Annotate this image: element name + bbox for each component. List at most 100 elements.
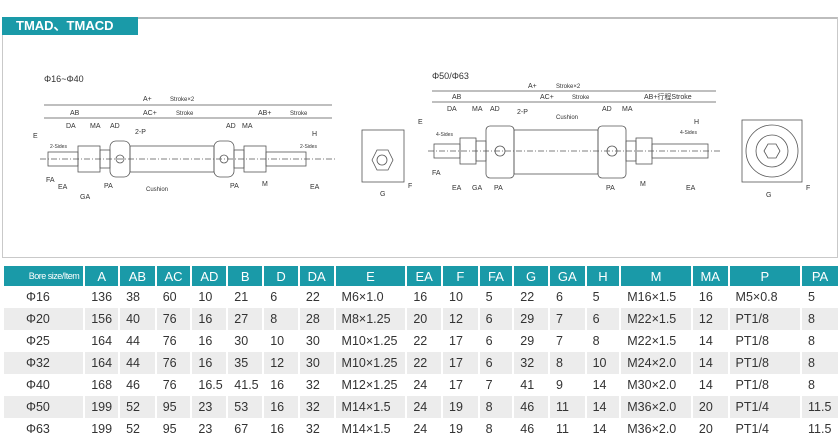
table-cell: 6 <box>555 290 563 304</box>
table-cell: 6 <box>270 290 278 304</box>
table-cell: PT1/4 <box>729 396 801 418</box>
table-cell: M14×1.5 <box>341 422 391 436</box>
table-cell: 28 <box>299 308 334 330</box>
dim-ab: AB <box>70 110 80 117</box>
table-cell: 16 <box>198 334 213 348</box>
table-cell: 17 <box>449 378 463 392</box>
dim-pa-r: PA <box>230 183 239 190</box>
table-cell: 41 <box>520 378 535 392</box>
table-cell: M14×1.5 <box>335 396 406 418</box>
dim-fa: FA <box>46 177 55 184</box>
table-cell: M22×1.5 <box>627 334 677 348</box>
table-cell: 46 <box>520 422 535 436</box>
drawing-frame <box>2 17 838 258</box>
column-header: P <box>729 266 801 286</box>
column-header: GA <box>549 266 585 286</box>
dim-ac-r: AC+ <box>540 94 554 101</box>
table-cell: M22×1.5 <box>621 308 691 330</box>
dim-ab-plus: AB+ <box>258 110 271 117</box>
column-header: A <box>85 266 119 286</box>
table-cell: M36×2.0 <box>627 422 677 436</box>
dim-ad-r3: AD <box>602 106 612 113</box>
dim-ac: AC+ <box>143 110 157 117</box>
table-cell: 23 <box>198 422 213 436</box>
table-cell: 10 <box>270 334 285 348</box>
table-cell: PT1/8 <box>729 352 801 374</box>
column-header: PA <box>802 266 838 286</box>
table-cell: 24 <box>407 396 442 418</box>
table-cell: 5 <box>808 290 815 304</box>
table-cell: 8 <box>264 308 298 330</box>
table-cell: 20 <box>698 422 713 436</box>
table-cell: PT1/8 <box>735 378 769 392</box>
dim-stroke-2: Stroke <box>290 111 308 117</box>
table-cell: 52 <box>120 396 155 418</box>
table-cell: Φ50 <box>4 396 84 418</box>
table-cell: M6×1.0 <box>341 290 384 304</box>
dim-da: DA <box>66 123 76 130</box>
dim-ma: MA <box>90 123 101 130</box>
table-cell: 9 <box>555 378 563 392</box>
table-cell: 35 <box>228 352 263 374</box>
table-cell: M10×1.25 <box>335 352 406 374</box>
dim-ea-r3: EA <box>686 185 696 192</box>
table-cell: 24 <box>413 422 428 436</box>
dim-ga-r: GA <box>472 185 482 192</box>
table-cell: 46 <box>514 396 548 418</box>
dim-ad-r2: AD <box>490 106 500 113</box>
column-header: M <box>621 266 691 286</box>
dim-ma-r2: MA <box>472 106 483 113</box>
table-cell: 8 <box>802 352 838 374</box>
table-cell: M8×1.25 <box>335 308 406 330</box>
table-cell: 8 <box>592 334 600 348</box>
table-cell: 199 <box>85 396 119 418</box>
table-cell: Φ25 <box>26 334 50 348</box>
table-cell: 8 <box>485 422 493 436</box>
column-header: AB <box>120 266 155 286</box>
table-cell: 41.5 <box>234 378 259 392</box>
table-cell: 22 <box>413 334 428 348</box>
table-cell: 16 <box>192 308 227 330</box>
table-cell: 67 <box>234 422 249 436</box>
table-cell: 16 <box>192 352 227 374</box>
table-cell: 7 <box>485 378 493 392</box>
dim-ab-r: AB <box>452 94 462 101</box>
cushion-label: Cushion <box>146 187 168 193</box>
dim-e: E <box>33 133 38 140</box>
table-cell: 12 <box>692 308 728 330</box>
table-cell: 10 <box>586 352 620 374</box>
table-cell: 27 <box>228 308 263 330</box>
table-cell: 7 <box>555 334 563 348</box>
column-header: G <box>514 266 548 286</box>
table-cell: 32 <box>299 396 334 418</box>
table-cell: 136 <box>91 290 113 304</box>
column-header: AD <box>192 266 227 286</box>
table-cell: 164 <box>91 334 113 348</box>
table-cell: 10 <box>449 290 463 304</box>
table-cell: 32 <box>305 378 320 392</box>
table-cell: 29 <box>514 308 548 330</box>
table-cell: 20 <box>692 396 728 418</box>
table-cell: 16.5 <box>198 378 223 392</box>
dim-2p-r: 2-P <box>517 109 528 116</box>
table-cell: 30 <box>234 334 249 348</box>
table-cell: PT1/8 <box>735 334 769 348</box>
dim-a-r: A+ <box>528 83 537 90</box>
cushion-label-r: Cushion <box>556 115 578 121</box>
dim-f-right: F <box>806 185 810 192</box>
dim-ea: EA <box>58 184 68 191</box>
dim-e-r: E <box>418 119 423 126</box>
left-range-label: Φ16~Φ40 <box>44 74 84 84</box>
dim-m-r: M <box>640 181 646 188</box>
table-cell: 53 <box>228 396 263 418</box>
table-cell: 19 <box>443 396 478 418</box>
table-cell: 95 <box>162 422 177 436</box>
table-cell: 21 <box>234 290 249 304</box>
table-cell: M36×2.0 <box>621 396 691 418</box>
